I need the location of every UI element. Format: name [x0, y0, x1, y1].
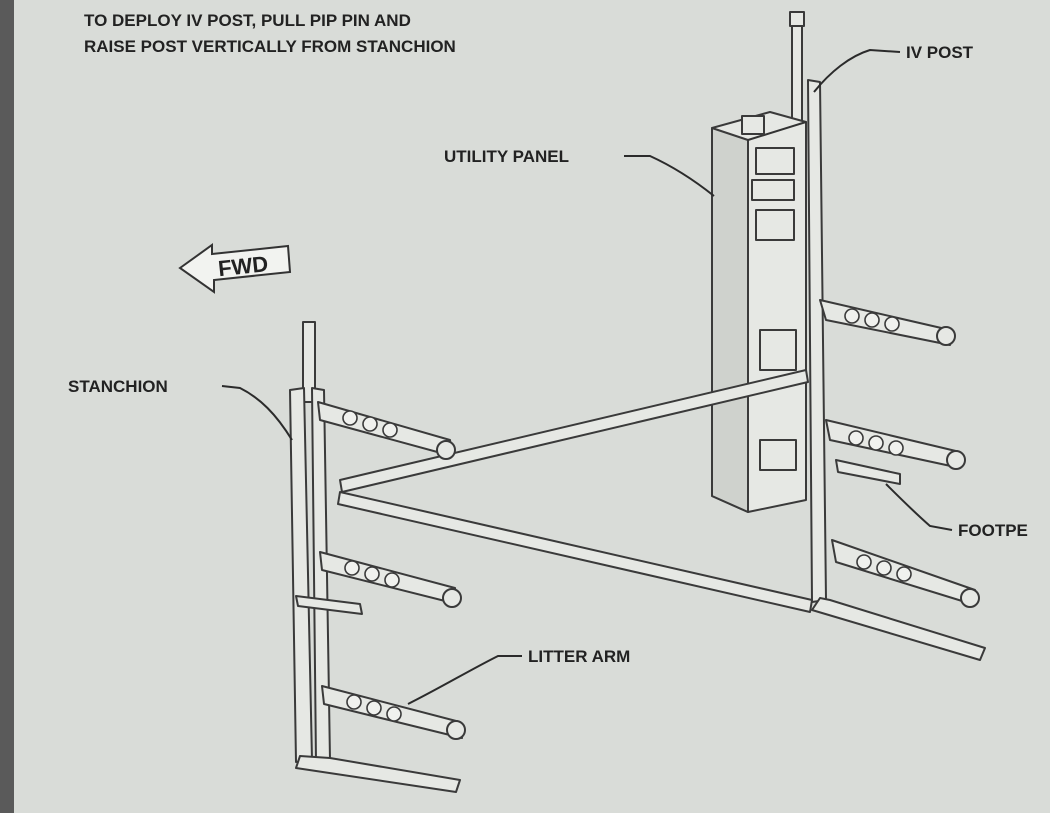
forward-stanchion-assembly: [289, 321, 466, 793]
footpeg-label: FOOTPE: [958, 521, 1028, 540]
utility-cap: [741, 115, 765, 135]
paper-background: [14, 0, 1050, 813]
front-litter-arm-3: [321, 685, 466, 740]
rear-base-foot: [811, 597, 986, 661]
forward-iv-post: [302, 321, 316, 403]
callout-litter-arm: LITTER ARM: [407, 647, 630, 705]
front-litter-arm-1: [317, 401, 456, 460]
utility-outlet-2: [755, 209, 795, 241]
stanchion-label: STANCHION: [68, 377, 168, 396]
rear-litter-arm-2: [825, 419, 966, 470]
callout-footpeg: FOOTPE: [885, 483, 1028, 540]
instruction-line-1: TO DEPLOY IV POST, PULL PIP PIN AND: [84, 11, 411, 30]
fwd-label: FWD: [217, 251, 269, 281]
front-base-foot: [295, 755, 461, 793]
utility-outlet-3: [759, 329, 797, 371]
rear-litter-arm-3: [831, 539, 980, 608]
lower-brace: [337, 491, 813, 613]
rear-litter-arm-1: [819, 299, 956, 346]
rear-stanchion-assembly: [711, 11, 986, 661]
callout-utility-panel: UTILITY PANEL: [444, 147, 715, 197]
callout-iv-post: IV POST: [813, 43, 974, 93]
footpeg: [835, 459, 901, 485]
litter-arm-label: LITTER ARM: [528, 647, 630, 666]
front-footpeg: [295, 595, 363, 615]
utility-panel-side: [711, 127, 749, 513]
instruction-line-2: RAISE POST VERTICALLY FROM STANCHION: [84, 37, 456, 56]
callout-stanchion: STANCHION: [68, 377, 293, 441]
iv-post-label: IV POST: [906, 43, 974, 62]
upper-brace: [339, 369, 809, 493]
iv-post-top: [789, 11, 805, 27]
utility-panel-label: UTILITY PANEL: [444, 147, 569, 166]
cross-braces: [337, 369, 813, 613]
left-arrow-icon: [178, 243, 292, 294]
utility-outlet-4: [759, 439, 797, 471]
left-border: [0, 0, 14, 813]
utility-switch: [751, 179, 795, 201]
front-litter-arm-2: [319, 551, 462, 608]
fwd-arrow: FWD: [178, 243, 292, 294]
utility-outlet-1: [755, 147, 795, 175]
